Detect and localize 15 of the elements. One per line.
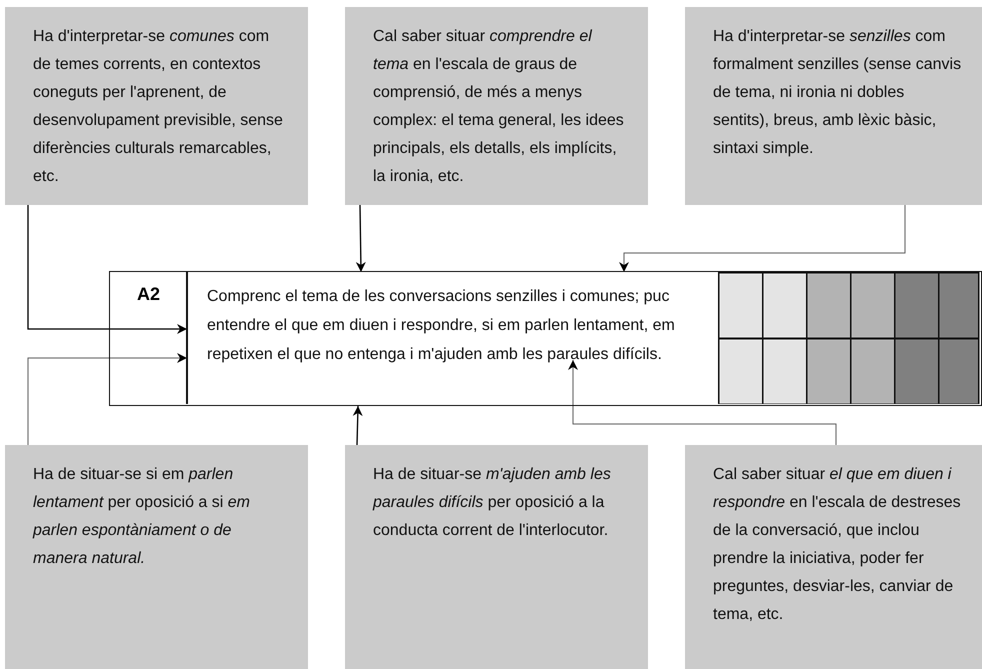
arrow <box>568 360 836 446</box>
level-cell: A2 <box>110 272 187 318</box>
arrow <box>356 205 366 272</box>
descriptor-row <box>109 271 982 406</box>
callout-box: Cal saber situar comprendre el tema en l'escala de graus de comprensió, de més a menys complex: el tema general, les idees principals, els detalls, els implícits, la ironia, etc. <box>345 7 648 205</box>
callout-box: Cal saber situar el que em diuen i respondre en l'escala de destreses de la conversació, que inclou prendre la iniciativa, poder fer preguntes, desviar-les, canviar de tema, etc. <box>685 445 982 669</box>
callout-box: Ha d'interpretar-se senzilles com formalment senzilles (sense canvis de tema, ni ironia ni dobles sentits), breus, amb lèxic bàsic, sintaxi simple. <box>685 7 982 205</box>
callout-box: Ha de situar-se m'ajuden amb les paraules difícils per oposició a la conducta corrent de l'interlocutor. <box>345 445 648 669</box>
callout-box: Ha de situar-se si em parlen lentament per oposició a si em parlen espontàniament o de manera natural. <box>5 445 308 669</box>
descriptor-text: Comprenc el tema de les conversacions senzilles i comunes; puc entendre el que em diuen i respondre, si em parlen lentament, em repetixen el que no entenga i m'ajuden amb les paraules difícils. <box>187 272 718 404</box>
arrow <box>28 353 188 446</box>
arrow <box>27 205 187 334</box>
callout-box: Ha d'interpretar-se comunes com de temes corrents, en contextos coneguts per l'aprenent, de desenvolupament previsible, sense diferències culturals remarcables, etc. <box>5 7 308 205</box>
arrow <box>352 406 363 446</box>
arrow <box>619 204 906 272</box>
